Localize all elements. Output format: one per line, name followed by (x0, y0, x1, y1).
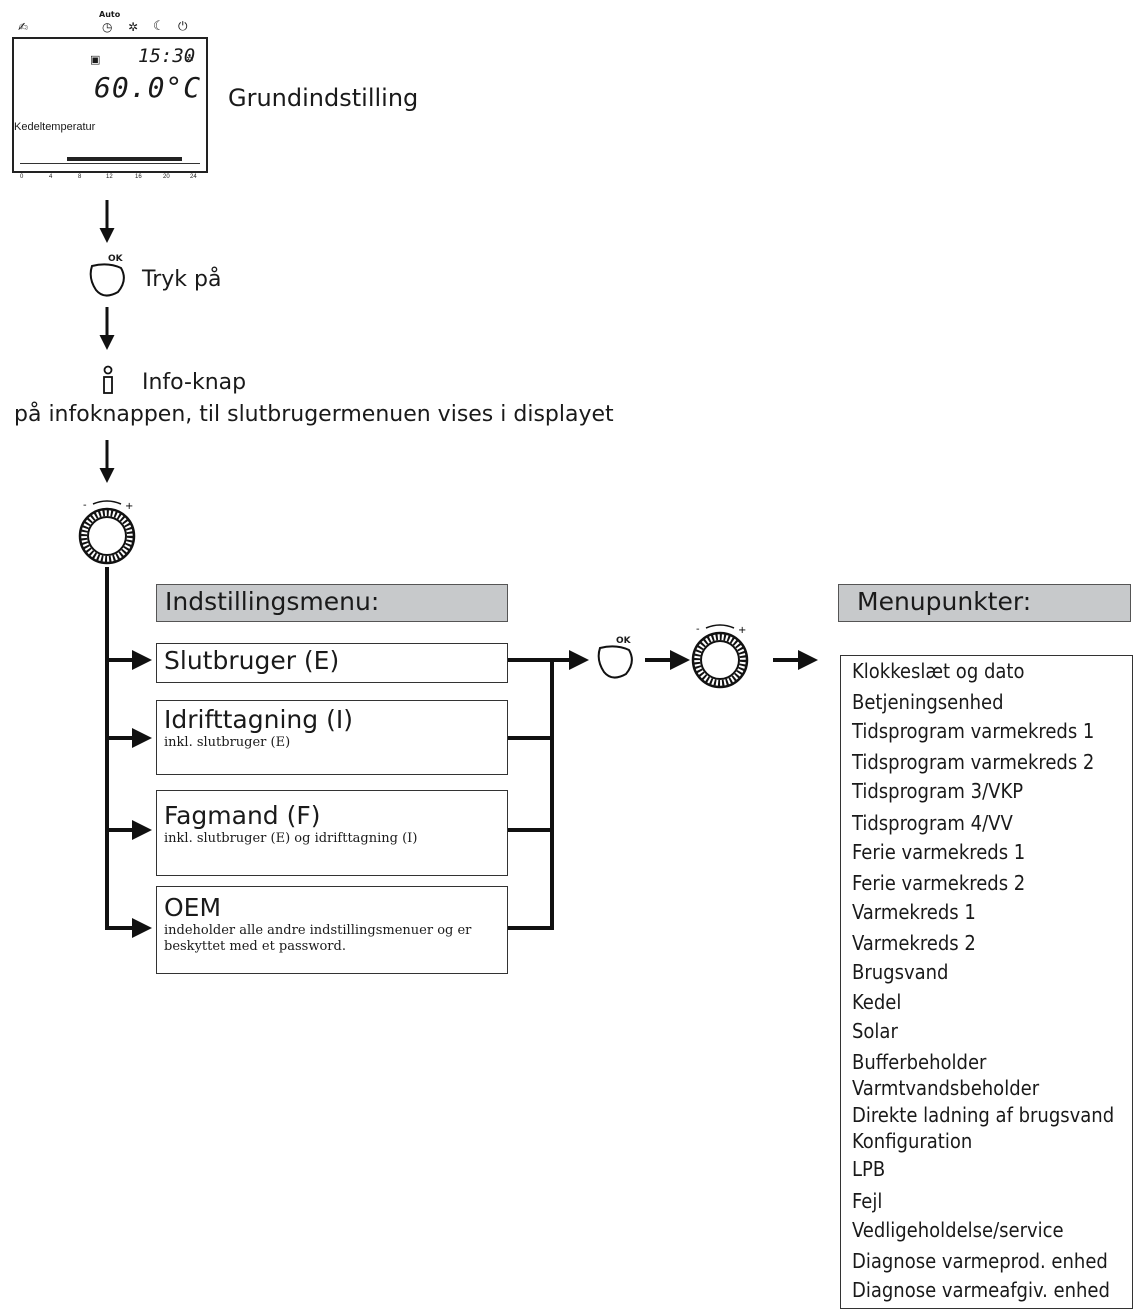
menu-item: Diagnose varmeafgiv. enhed (852, 1278, 1110, 1302)
level-subtitle: inkl. slutbruger (E) og idrifttagning (I… (164, 831, 418, 846)
level-subtitle: inkl. slutbruger (E) (164, 735, 291, 750)
level-title: Idrifttagning (I) (164, 705, 353, 734)
level-box-oem: OEM indeholder alle andre indstillingsme… (156, 886, 508, 974)
menu-item: LPB (852, 1157, 886, 1181)
display-time: 15:30 (138, 45, 196, 67)
tick-label: 24 (190, 174, 197, 180)
menu-item: Solar (852, 1019, 898, 1043)
menu-item: Vedligeholdelse/service (852, 1218, 1064, 1242)
time-program-bar (67, 157, 182, 161)
tick-label: 20 (163, 174, 170, 180)
display-screen: ▣ 15:30 ✲ 60.0°C Kedeltemperatur (12, 37, 208, 173)
display-mode-icons: ✍ Auto ◷ ✲ ☾ ⏻ (12, 10, 212, 40)
menu-item: Konfiguration (852, 1129, 973, 1153)
menu-item: Varmekreds 2 (852, 931, 976, 955)
menu-item: Direkte ladning af brugsvand (852, 1103, 1115, 1127)
level-box-enduser: Slutbruger (E) (156, 643, 508, 683)
rotary-dial-icon: - + (78, 500, 136, 565)
menu-items-list: Klokkeslæt og dato Betjeningsenhed Tidsp… (840, 655, 1133, 1309)
menu-items-header: Menupunkter: (838, 584, 1131, 622)
level-box-specialist: Fagmand (F) inkl. slutbruger (E) og idri… (156, 790, 508, 876)
menu-item: Varmtvandsbeholder (852, 1076, 1040, 1100)
tick-label: 16 (135, 174, 142, 180)
clock-icon: ◷ (102, 20, 113, 34)
time-scale-ticks: 0 4 8 12 16 20 24 (14, 174, 204, 184)
info-instruction: på infoknappen, til slutbrugermenuen vis… (14, 402, 614, 427)
display-caption: Kedeltemperatur (14, 121, 96, 133)
menu-item: Bufferbeholder (852, 1050, 987, 1074)
menu-item: Kedel (852, 990, 902, 1014)
menu-item: Tidsprogram 4/VV (852, 811, 1013, 835)
menu-item: Klokkeslæt og dato (852, 659, 1025, 683)
press-label: Tryk på (142, 267, 222, 292)
info-icon (103, 365, 113, 394)
sun-small-icon: ✲ (186, 55, 194, 65)
menu-item: Tidsprogram varmekreds 1 (852, 719, 1095, 743)
menu-item: Ferie varmekreds 2 (852, 871, 1026, 895)
burner-icon: ▣ (90, 53, 101, 66)
tick-label: 0 (20, 174, 24, 180)
ok-text: OK (616, 636, 631, 646)
menu-item: Varmekreds 1 (852, 900, 976, 924)
tick-label: 4 (49, 174, 53, 180)
level-subtitle: indeholder alle andre indstillingsmenuer… (164, 923, 472, 954)
info-button-label: Info-knap (142, 370, 247, 395)
tick-label: 8 (78, 174, 82, 180)
level-title: OEM (164, 893, 222, 922)
svg-text:-: - (696, 624, 700, 635)
rotary-dial-icon: - + (691, 624, 749, 689)
menu-item: Fejl (852, 1189, 883, 1213)
ok-button-icon (89, 263, 125, 297)
menu-item: Ferie varmekreds 1 (852, 840, 1026, 864)
ok-button-icon (597, 645, 633, 679)
display-temperature: 60.0°C (94, 71, 202, 104)
level-box-commissioning: Idrifttagning (I) inkl. slutbruger (E) (156, 700, 508, 775)
standby-icon: ⏻ (178, 19, 188, 33)
menu-item: Brugsvand (852, 960, 949, 984)
svg-text:+: + (125, 501, 133, 512)
manual-mode-icon: ✍ (18, 20, 29, 34)
menu-item: Tidsprogram varmekreds 2 (852, 750, 1095, 774)
svg-text:+: + (738, 625, 746, 636)
auto-label: Auto (99, 10, 121, 19)
menu-item: Diagnose varmeprod. enhed (852, 1249, 1108, 1273)
menu-item: Betjeningsenhed (852, 690, 1004, 714)
tick-label: 12 (106, 174, 113, 180)
settings-menu-header: Indstillingsmenu: (156, 584, 508, 622)
moon-icon: ☾ (153, 19, 165, 34)
basic-setting-label: Grundindstilling (228, 84, 419, 112)
level-title: Fagmand (F) (164, 801, 321, 830)
ok-text: OK (108, 254, 123, 264)
menu-item: Tidsprogram 3/VKP (852, 779, 1024, 803)
level-title: Slutbruger (E) (164, 646, 340, 675)
time-scale (20, 163, 200, 164)
sun-icon: ✲ (128, 20, 139, 34)
svg-text:-: - (83, 500, 87, 511)
